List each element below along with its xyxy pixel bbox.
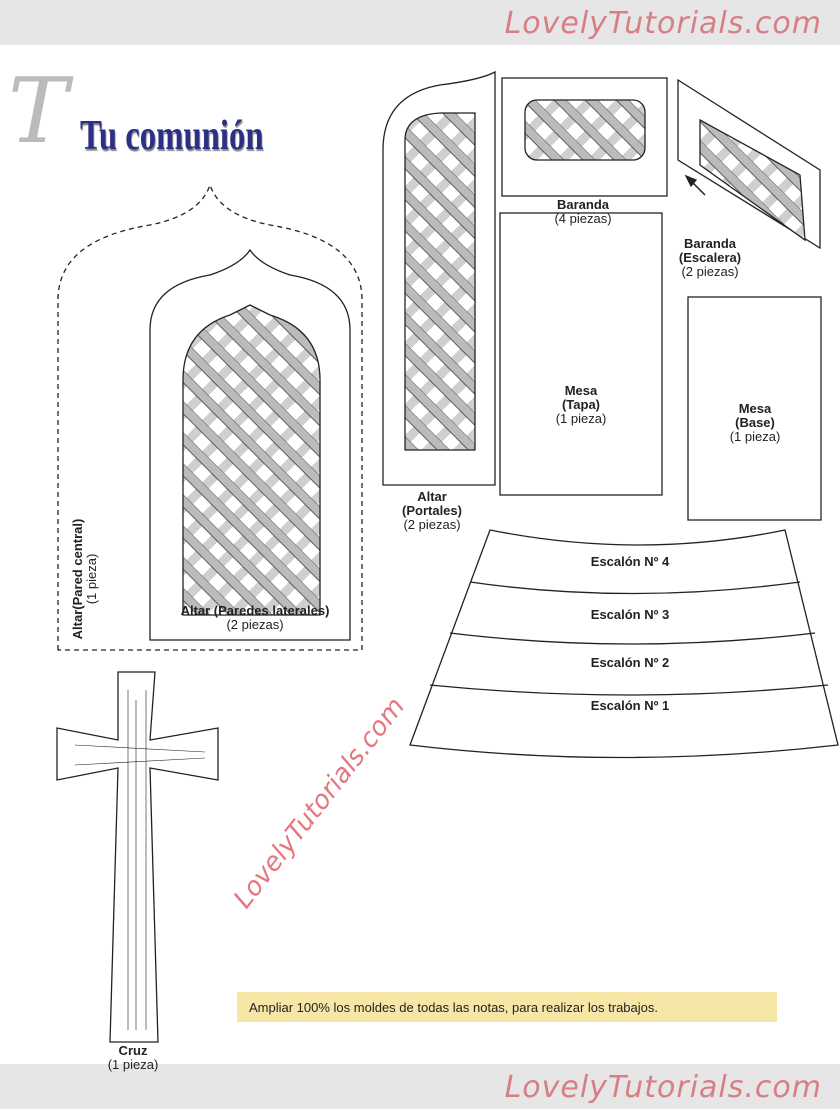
baranda — [501, 77, 668, 197]
label-mesa-base: Mesa(Base)(1 pieza) — [729, 401, 781, 444]
label-portales: Altar(Portales)(2 piezas) — [402, 489, 462, 532]
escalones — [409, 529, 839, 759]
cruz — [56, 671, 219, 1043]
mesa-base — [687, 296, 822, 521]
altar-paredes-laterales — [149, 248, 351, 641]
label-pared-central: Altar(Pared central)(1 pieza) — [70, 518, 99, 640]
paredes-laterales-lattice — [182, 304, 321, 616]
mesa-tapa — [499, 212, 663, 496]
footer-band: LovelyTutorials.com — [0, 1064, 840, 1109]
page-title: Tu comunión — [80, 113, 264, 159]
label-escalon-1: Escalón Nº 1 — [590, 698, 670, 713]
baranda-escalera — [677, 78, 821, 250]
portales-lattice — [404, 112, 476, 451]
label-baranda: Baranda(4 piezas) — [554, 197, 612, 226]
label-paredes-laterales: Altar (Paredes laterales)(2 piezas) — [180, 603, 330, 632]
label-cruz: Cruz(1 pieza) — [107, 1043, 159, 1072]
altar-portales — [382, 70, 496, 486]
baranda-escalera-lattice — [699, 118, 806, 242]
label-escalon-2: Escalón Nº 2 — [590, 655, 670, 670]
watermark-top: LovelyTutorials.com — [504, 6, 822, 41]
label-escalon-4: Escalón Nº 4 — [590, 554, 670, 569]
label-escalon-3: Escalón Nº 3 — [590, 607, 670, 622]
label-baranda-escalera: Baranda(Escalera)(2 piezas) — [678, 236, 742, 279]
title-initial: T — [8, 59, 69, 164]
altar-pared-central — [57, 182, 363, 651]
header-band: LovelyTutorials.com — [0, 0, 840, 45]
watermark-bottom: LovelyTutorials.com — [504, 1070, 822, 1105]
label-mesa-tapa: Mesa(Tapa)(1 pieza) — [555, 383, 607, 426]
note-box: Ampliar 100% los moldes de todas las not… — [237, 992, 777, 1022]
baranda-lattice — [524, 99, 646, 161]
